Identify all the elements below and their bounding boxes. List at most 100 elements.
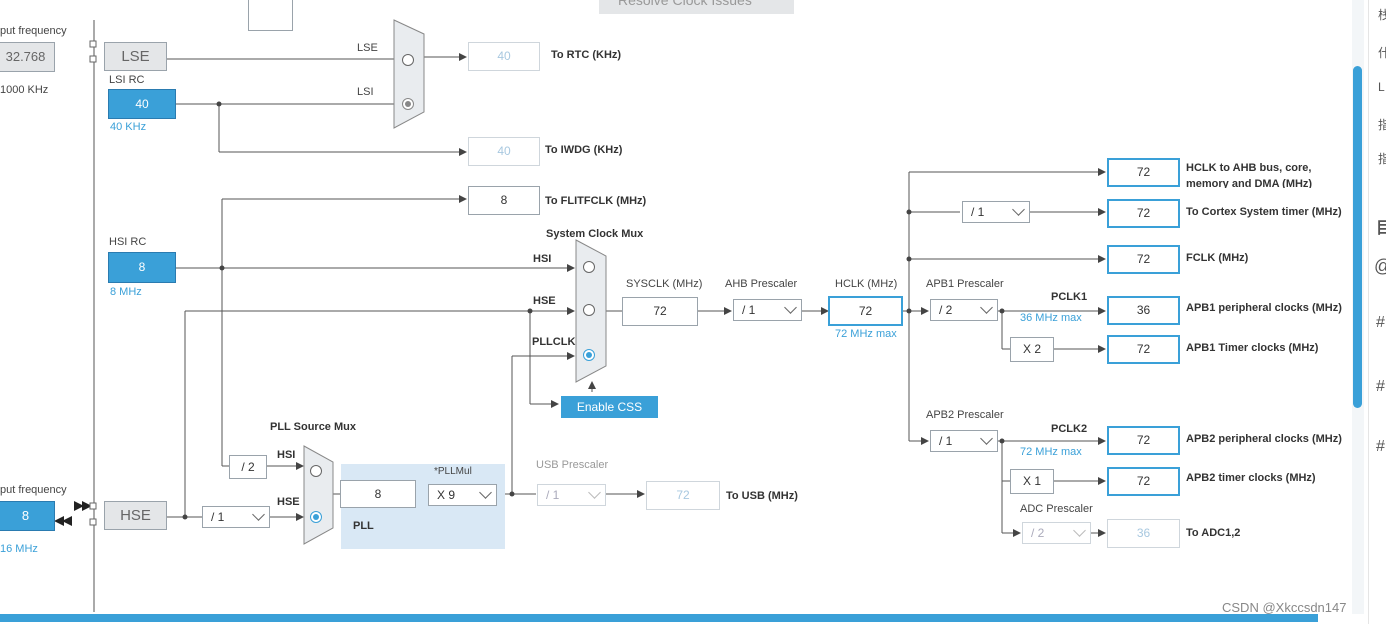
usb-prescaler-select[interactable]: / 1 <box>537 484 606 506</box>
rtc-mux-lse-radio[interactable] <box>402 54 414 66</box>
iwdg-output-label: To IWDG (KHz) <box>545 144 623 156</box>
output-apb2-timer-label: APB2 timer clocks (MHz) <box>1186 472 1316 484</box>
apb1-max-label: 36 MHz max <box>1020 312 1082 324</box>
lsi-rc-title: LSI RC <box>109 74 145 86</box>
apb1-prescaler-label: APB1 Prescaler <box>926 278 1004 290</box>
watermark: CSDN @Xkccsdn147 <box>1222 600 1347 615</box>
apb2-prescaler-label: APB2 Prescaler <box>926 409 1004 421</box>
usb-prescaler-label: USB Prescaler <box>536 459 609 471</box>
hse-prediv-value: / 1 <box>211 510 225 524</box>
adc-prescaler-select[interactable]: / 2 <box>1022 522 1091 544</box>
output-hclk-ahb-label-line2: memory and DMA (MHz) <box>1186 178 1313 188</box>
pll-source-mux-title: PLL Source Mux <box>270 421 356 433</box>
output-apb2-peripheral-value: 72 <box>1107 426 1180 455</box>
adc-prescaler-label: ADC Prescaler <box>1020 503 1093 515</box>
right-panel-char-5: 指 <box>1378 152 1386 166</box>
ahb-prescaler-label: AHB Prescaler <box>725 278 798 290</box>
pllmul-select[interactable]: X 9 <box>428 484 497 506</box>
chevron-down-icon <box>588 486 601 499</box>
rtc-output-label: To RTC (KHz) <box>551 49 622 61</box>
hclk-label: HCLK (MHz) <box>835 278 898 290</box>
lsi-rc-unit: 40 KHz <box>110 121 147 133</box>
chevron-down-icon <box>980 301 993 314</box>
rtc-output-value: 40 <box>468 42 540 71</box>
output-apb1-timer-value: 72 <box>1107 335 1180 364</box>
lse-input-frequency[interactable]: 32.768 <box>0 42 55 72</box>
hse-input-frequency[interactable]: 8 <box>0 501 55 531</box>
apb1-timer-multiplier: X 2 <box>1010 337 1054 362</box>
usb-output-value: 72 <box>646 481 720 510</box>
right-side-panel <box>1368 0 1386 624</box>
right-panel-char-4: 指 <box>1378 118 1386 132</box>
system-clock-mux-title: System Clock Mux <box>546 228 644 240</box>
right-panel-char-1: 栈 <box>1378 8 1386 22</box>
hclk-value-input[interactable]: 72 <box>828 296 903 326</box>
pclk2-label: PCLK2 <box>1051 423 1088 435</box>
lse-range-label: 1000 KHz <box>0 84 49 96</box>
toolbar-input-fragment <box>248 0 293 31</box>
cortex-timer-divider-select[interactable]: / 1 <box>962 201 1030 223</box>
right-panel-char-2: 什 <box>1378 46 1386 60</box>
right-panel-char-8: # <box>1376 314 1385 331</box>
chevron-down-icon <box>1012 203 1025 216</box>
iwdg-output-value: 40 <box>468 137 540 166</box>
pll-input-value: 8 <box>340 480 416 508</box>
output-hclk-ahb-label: HCLK to AHB bus, core, <box>1186 162 1312 174</box>
hsi-rc-value[interactable]: 8 <box>108 252 176 283</box>
rtc-mux-lsi-radio[interactable] <box>402 98 414 110</box>
cortex-timer-divider-value: / 1 <box>971 205 985 219</box>
resolve-clock-issues-label: Resolve Clock Issues <box>618 0 752 8</box>
apb1-prescaler-select[interactable]: / 2 <box>930 299 998 321</box>
sysmux-pllclk-radio[interactable] <box>583 349 595 361</box>
hsi-rc-title: HSI RC <box>109 236 147 248</box>
vertical-scrollbar-thumb[interactable] <box>1353 66 1362 408</box>
sysmux-hsi-radio[interactable] <box>583 261 595 273</box>
apb2-prescaler-select[interactable]: / 1 <box>930 430 998 452</box>
pllmux-hsi-input: HSI <box>277 449 296 461</box>
pllmul-value: X 9 <box>437 488 456 502</box>
pclk1-label: PCLK1 <box>1051 291 1088 303</box>
flitf-output-value: 8 <box>468 186 540 215</box>
hse-prediv-select[interactable]: / 1 <box>202 506 270 528</box>
output-fclk-value: 72 <box>1107 245 1180 274</box>
hse-oscillator[interactable]: HSE <box>104 501 167 530</box>
pllmux-hsi-radio[interactable] <box>310 465 322 477</box>
output-apb2-timer-value: 72 <box>1107 467 1180 496</box>
chevron-down-icon <box>1073 524 1086 537</box>
apb2-timer-multiplier: X 1 <box>1010 469 1054 494</box>
sysmux-pllclk-input: PLLCLK <box>532 336 576 348</box>
usb-prescaler-value: / 1 <box>546 488 560 502</box>
lse-oscillator[interactable]: LSE <box>104 42 167 71</box>
right-panel-char-10: # <box>1376 438 1385 455</box>
hsi-rc-unit: 8 MHz <box>110 286 142 298</box>
pll-label: PLL <box>353 520 374 532</box>
sysclk-label: SYSCLK (MHz) <box>626 278 703 290</box>
pllmul-label: *PLLMul <box>434 466 472 477</box>
rtc-mux-lse-input: LSE <box>357 42 378 54</box>
apb2-max-label: 72 MHz max <box>1020 446 1082 458</box>
horizontal-scrollbar-thumb[interactable] <box>0 614 1318 622</box>
output-apb1-peripheral-value: 36 <box>1107 296 1180 325</box>
usb-output-label: To USB (MHz) <box>726 490 798 502</box>
hse-range-label: 16 MHz <box>0 543 38 555</box>
ahb-prescaler-select[interactable]: / 1 <box>733 299 802 321</box>
output-apb2-peripheral-label: APB2 peripheral clocks (MHz) <box>1186 433 1342 445</box>
chevron-down-icon <box>784 301 797 314</box>
sysmux-hse-radio[interactable] <box>583 304 595 316</box>
input-frequency-label-top: put frequency <box>0 25 67 37</box>
enable-css-button[interactable]: Enable CSS <box>561 396 658 418</box>
chevron-down-icon <box>980 432 993 445</box>
output-apb1-peripheral-label: APB1 peripheral clocks (MHz) <box>1186 302 1342 314</box>
right-panel-char-9: # <box>1376 378 1385 395</box>
resolve-clock-issues-button[interactable] <box>599 0 794 14</box>
right-panel-char-3: L <box>1378 80 1385 94</box>
lsi-rc-value[interactable]: 40 <box>108 89 176 119</box>
apb2-prescaler-value: / 1 <box>939 434 953 448</box>
output-apb1-timer-label: APB1 Timer clocks (MHz) <box>1186 342 1319 354</box>
pllmux-hse-radio[interactable] <box>310 511 322 523</box>
output-hclk-ahb-value: 72 <box>1107 158 1180 187</box>
chevron-down-icon <box>252 508 265 521</box>
output-cortex-timer-label: To Cortex System timer (MHz) <box>1186 206 1342 218</box>
input-frequency-label-bottom: put frequency <box>0 484 67 496</box>
